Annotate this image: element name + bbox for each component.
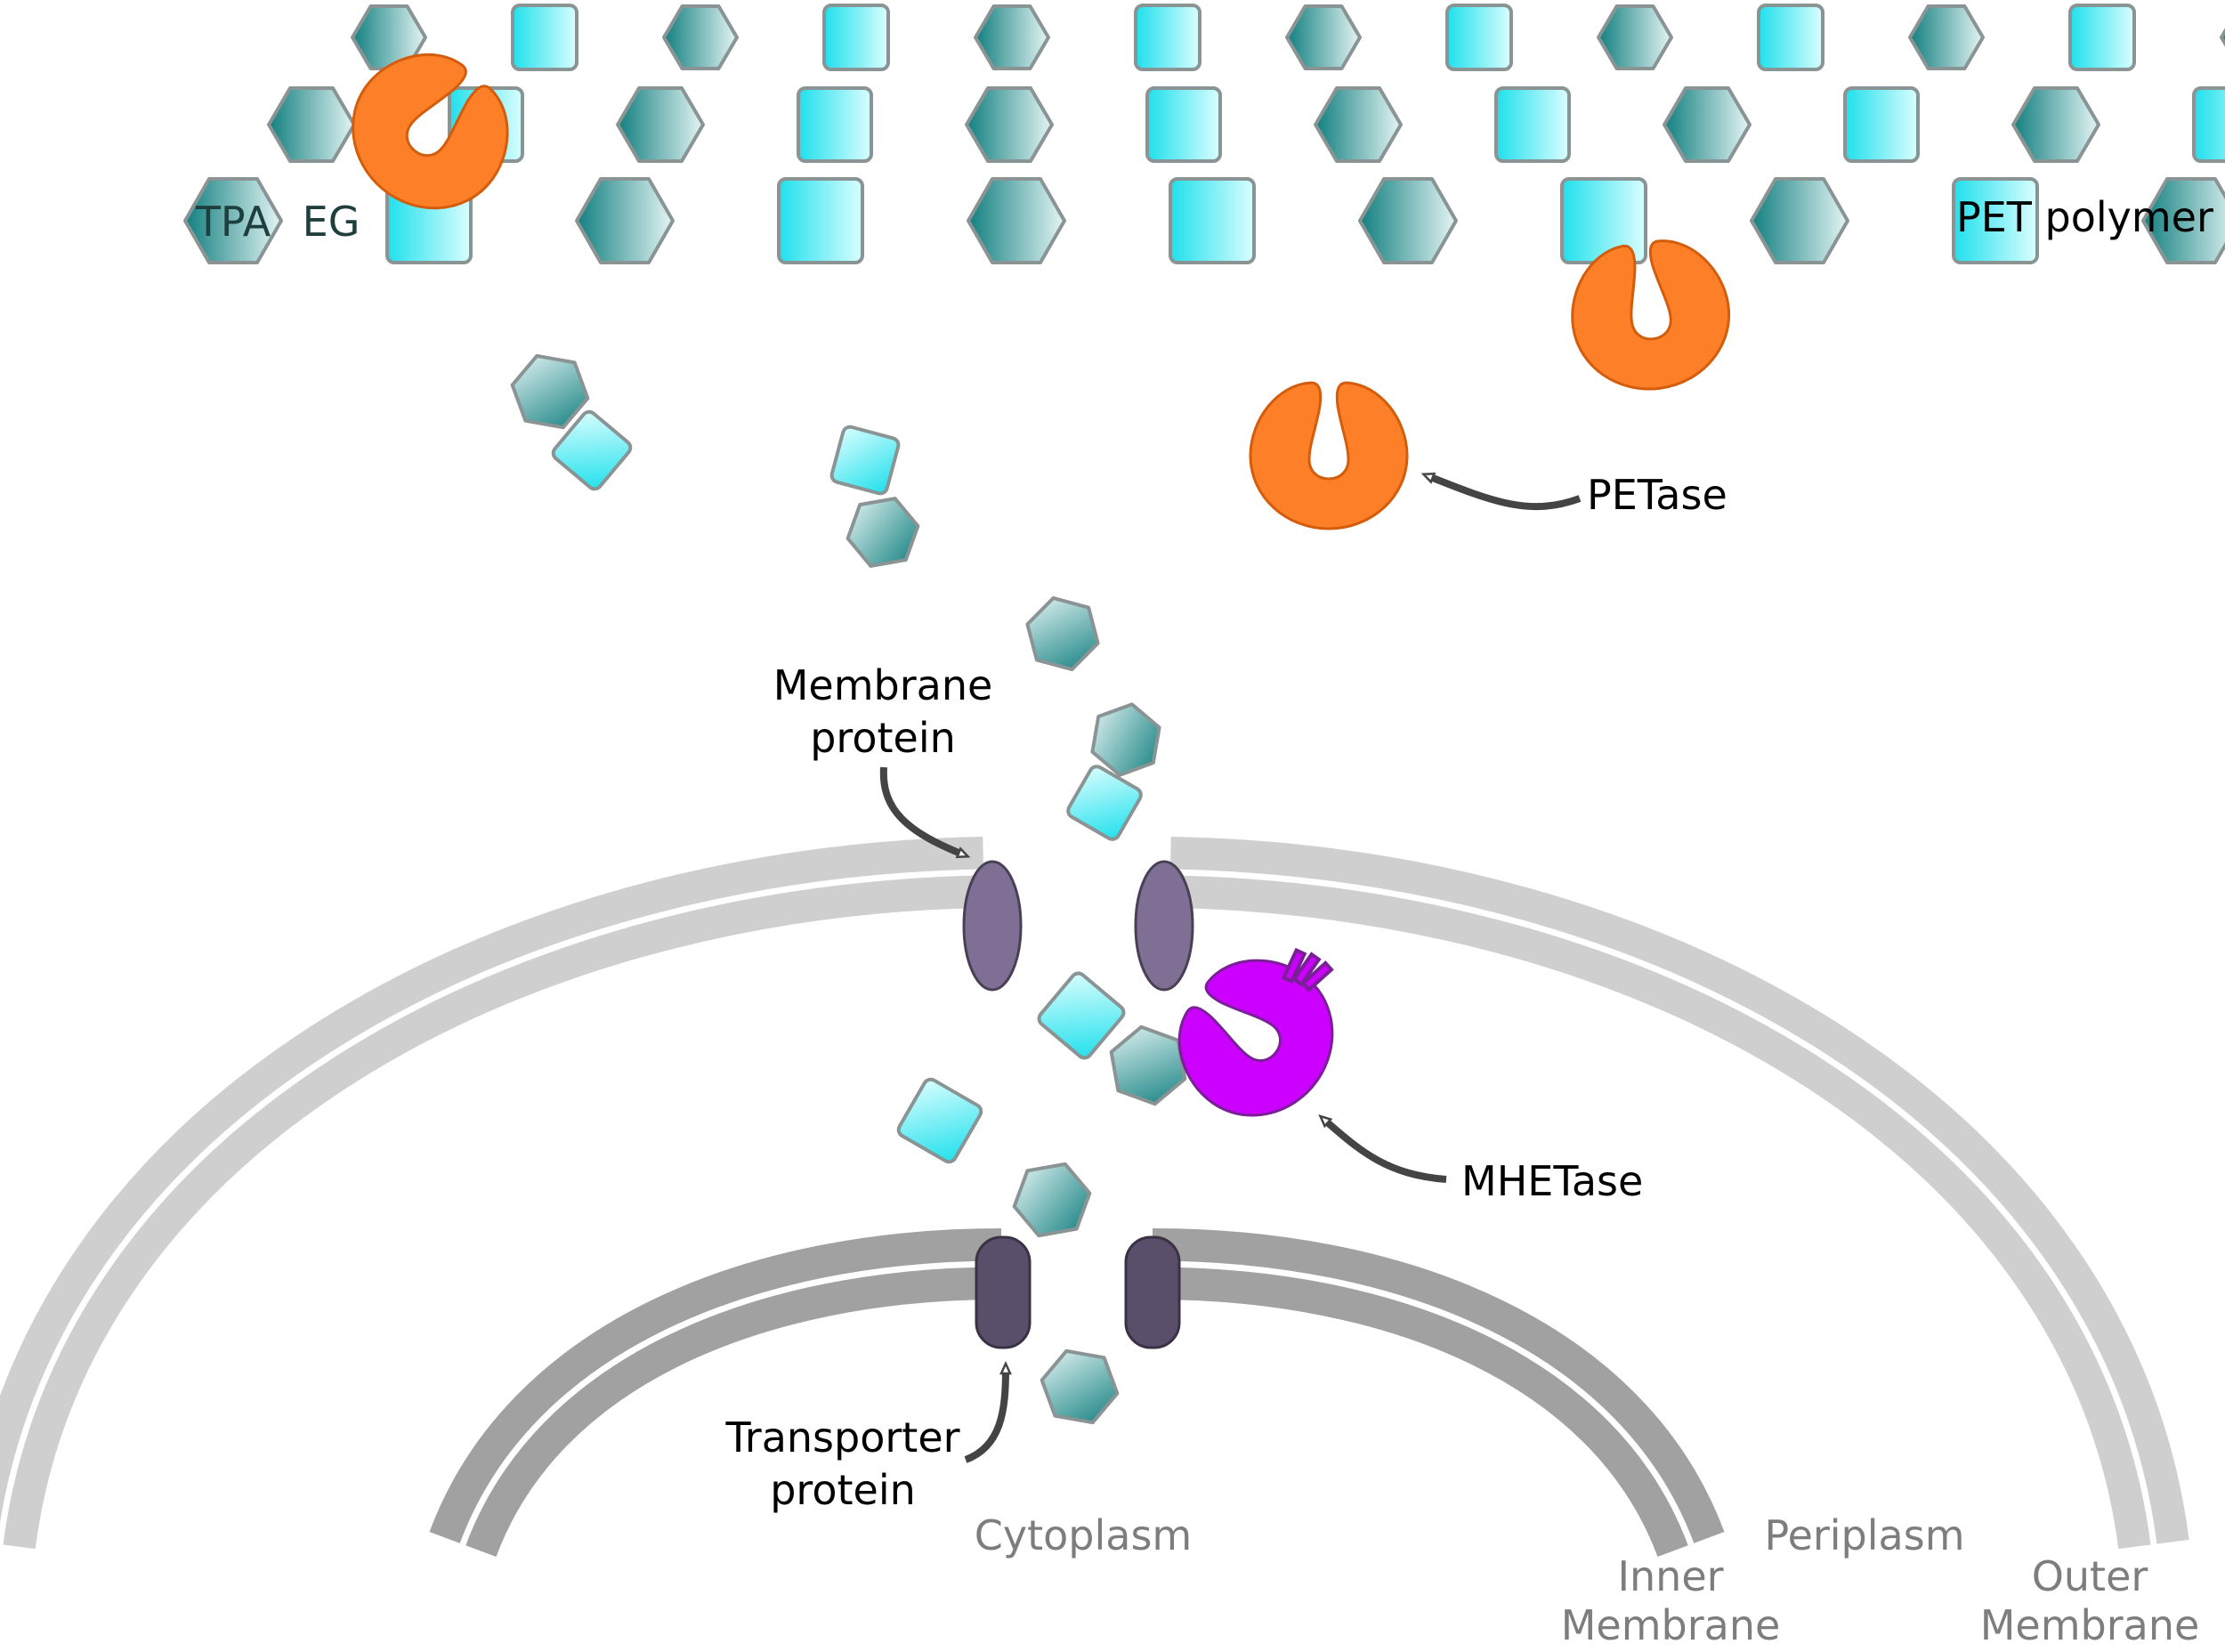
petase-enzyme xyxy=(352,53,509,210)
tpa-monomer xyxy=(1597,4,1673,70)
membrane-protein-label-line2: protein xyxy=(810,714,956,762)
tpa-monomer xyxy=(2011,86,2100,163)
eg-monomer xyxy=(829,425,901,496)
inner-membrane-label-line2: Membrane xyxy=(1561,1601,1781,1648)
tpa-monomer xyxy=(965,86,1054,163)
membrane-protein-right xyxy=(1134,860,1194,992)
tpa-monomer xyxy=(267,86,356,163)
transporter-label-line1: Transporter xyxy=(724,1413,959,1462)
tpa-monomer xyxy=(1314,86,1403,163)
tpa-monomer xyxy=(510,353,590,430)
eg-monomer xyxy=(797,86,873,163)
tpa-monomer xyxy=(183,177,283,264)
tpa-monomer xyxy=(1358,177,1458,264)
mhetase-body xyxy=(1177,959,1334,1117)
eg-monomer xyxy=(896,1077,983,1164)
tpa-monomer xyxy=(967,177,1066,264)
tpa-monomer xyxy=(662,4,739,70)
mhetase-anchor xyxy=(1281,947,1334,992)
tpa-monomer xyxy=(1285,4,1362,70)
inner-membrane xyxy=(429,1228,1725,1558)
eg-monomer xyxy=(1169,177,1256,264)
mhetase-label: MHETase xyxy=(1461,1157,1643,1205)
mhetase-enzyme xyxy=(1177,947,1334,1117)
transporter-label-line2: protein xyxy=(770,1466,916,1514)
transporter-protein-right xyxy=(1124,1235,1181,1349)
released-monomers xyxy=(510,353,1187,1425)
outer-membrane xyxy=(0,837,2189,1550)
eg-monomer xyxy=(1952,177,2039,264)
eg-monomer xyxy=(1843,86,1920,163)
tpa-monomer xyxy=(1908,4,1985,70)
eg-monomer xyxy=(777,177,864,264)
petase-enzyme xyxy=(1571,239,1731,391)
membrane-protein-label-line1: Membrane xyxy=(773,661,993,709)
mhetase-arrow xyxy=(1324,1120,1447,1183)
tpa-monomer xyxy=(1040,1348,1120,1425)
tpa-monomer xyxy=(2141,177,2225,264)
eg-monomer xyxy=(1066,765,1143,841)
eg-monomer xyxy=(1145,86,1222,163)
inner-membrane-label-line1: Inner xyxy=(1617,1552,1723,1600)
tpa-monomer xyxy=(1109,1024,1187,1106)
outer-membrane-line xyxy=(0,869,2157,1545)
petase-label: PETase xyxy=(1587,471,1727,519)
tpa-monomer xyxy=(1750,177,1849,264)
eg-label: EG xyxy=(303,198,360,246)
tpa-monomer xyxy=(2220,28,2225,47)
eg-monomer xyxy=(2068,4,2136,71)
tpa-monomer xyxy=(974,4,1050,70)
petase-enzyme xyxy=(1249,381,1409,530)
tpa-monomer xyxy=(351,4,427,70)
periplasm-label: Periplasm xyxy=(1764,1511,1964,1559)
membrane-protein-left xyxy=(962,860,1023,992)
eg-monomer xyxy=(1494,86,1571,163)
transporter-arrow xyxy=(964,1369,1006,1463)
membrane-protein-arrow xyxy=(879,766,963,854)
eg-monomer xyxy=(2192,86,2225,163)
tpa-label: TPA xyxy=(195,198,271,246)
cytoplasm-label: Cytoplasm xyxy=(975,1511,1192,1559)
eg-monomer xyxy=(822,4,890,71)
eg-monomer xyxy=(1445,4,1513,71)
outer-membrane-label-line1: Outer xyxy=(2032,1552,2148,1600)
eg-monomer xyxy=(1757,4,1824,71)
tpa-monomer xyxy=(616,86,705,163)
tpa-monomer xyxy=(1025,595,1100,672)
eg-monomer xyxy=(551,409,633,491)
transporter-protein-left xyxy=(975,1235,1032,1349)
eg-monomer xyxy=(511,4,578,71)
tpa-monomer xyxy=(1090,702,1161,777)
tpa-monomer xyxy=(575,177,675,264)
tpa-monomer xyxy=(1012,1162,1092,1238)
tpa-monomer xyxy=(846,497,920,568)
inner-membrane-line xyxy=(459,1260,1695,1546)
eg-monomer xyxy=(1134,4,1202,71)
eg-monomer xyxy=(1037,971,1126,1060)
outer-membrane-label-line2: Membrane xyxy=(1980,1601,2200,1648)
petase-arrow xyxy=(1428,476,1582,511)
pet-polymer-label: PET polymer xyxy=(1956,193,2213,241)
tpa-monomer xyxy=(1663,86,1752,163)
